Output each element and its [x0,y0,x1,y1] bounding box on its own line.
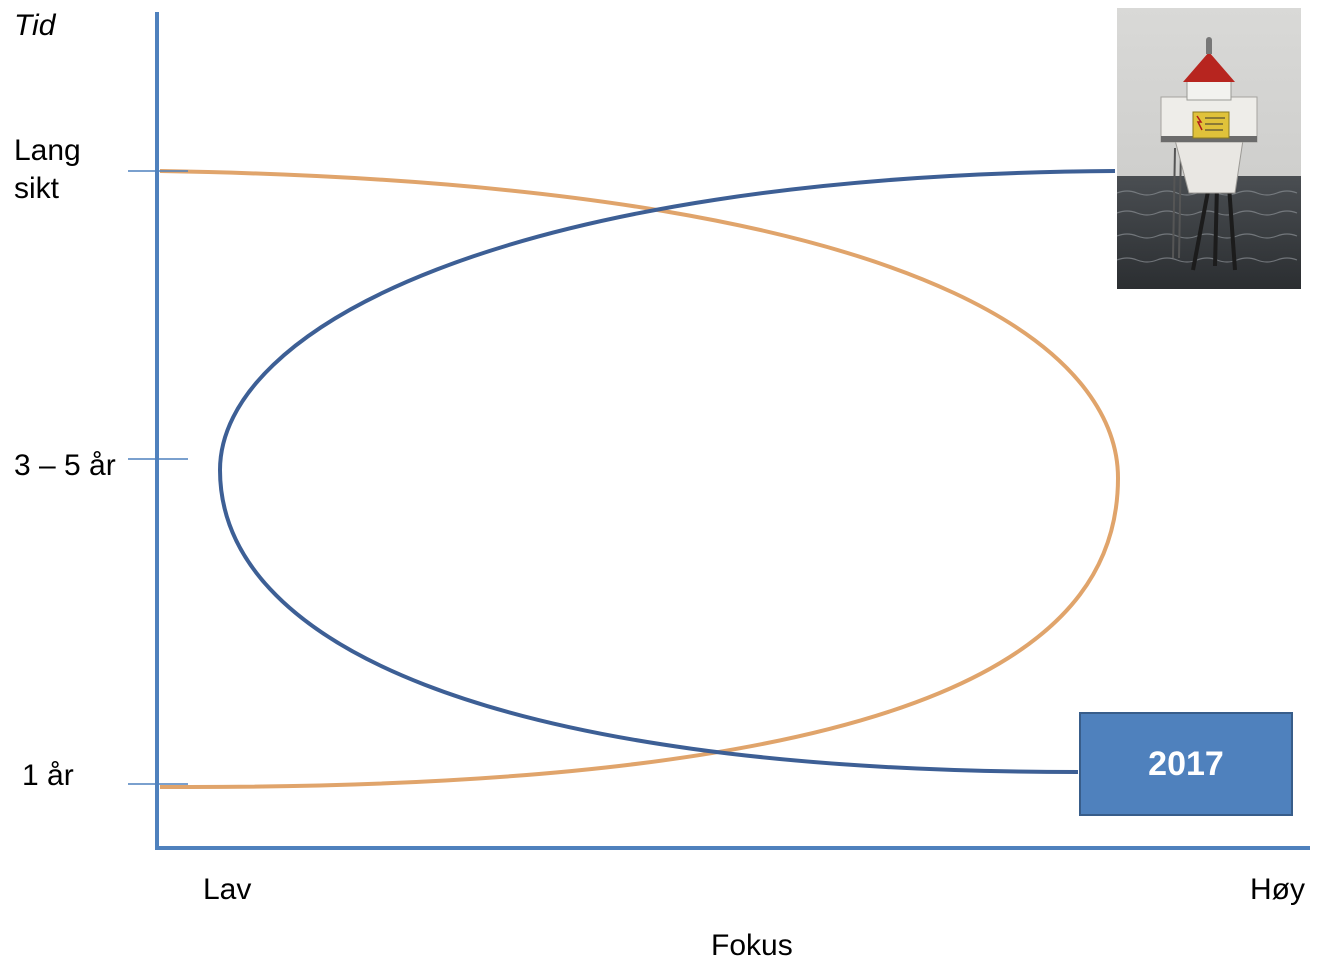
year-box: 2017 [1079,712,1293,816]
x-tick-high: Høy [1250,873,1305,906]
y-tick-1-year: 1 år [22,759,74,792]
y-tick-3-5-years: 3 – 5 år [14,449,116,482]
x-tick-low: Lav [203,873,252,906]
x-axis-label: Fokus [711,929,793,962]
lighthouse-photo [1117,8,1301,289]
y-tick-long-term: Lang sikt [14,134,81,205]
orange-curve [159,169,1121,789]
blue-curve [217,169,1116,774]
y-axis-label: Tid [14,9,56,42]
year-text: 2017 [1148,744,1224,783]
